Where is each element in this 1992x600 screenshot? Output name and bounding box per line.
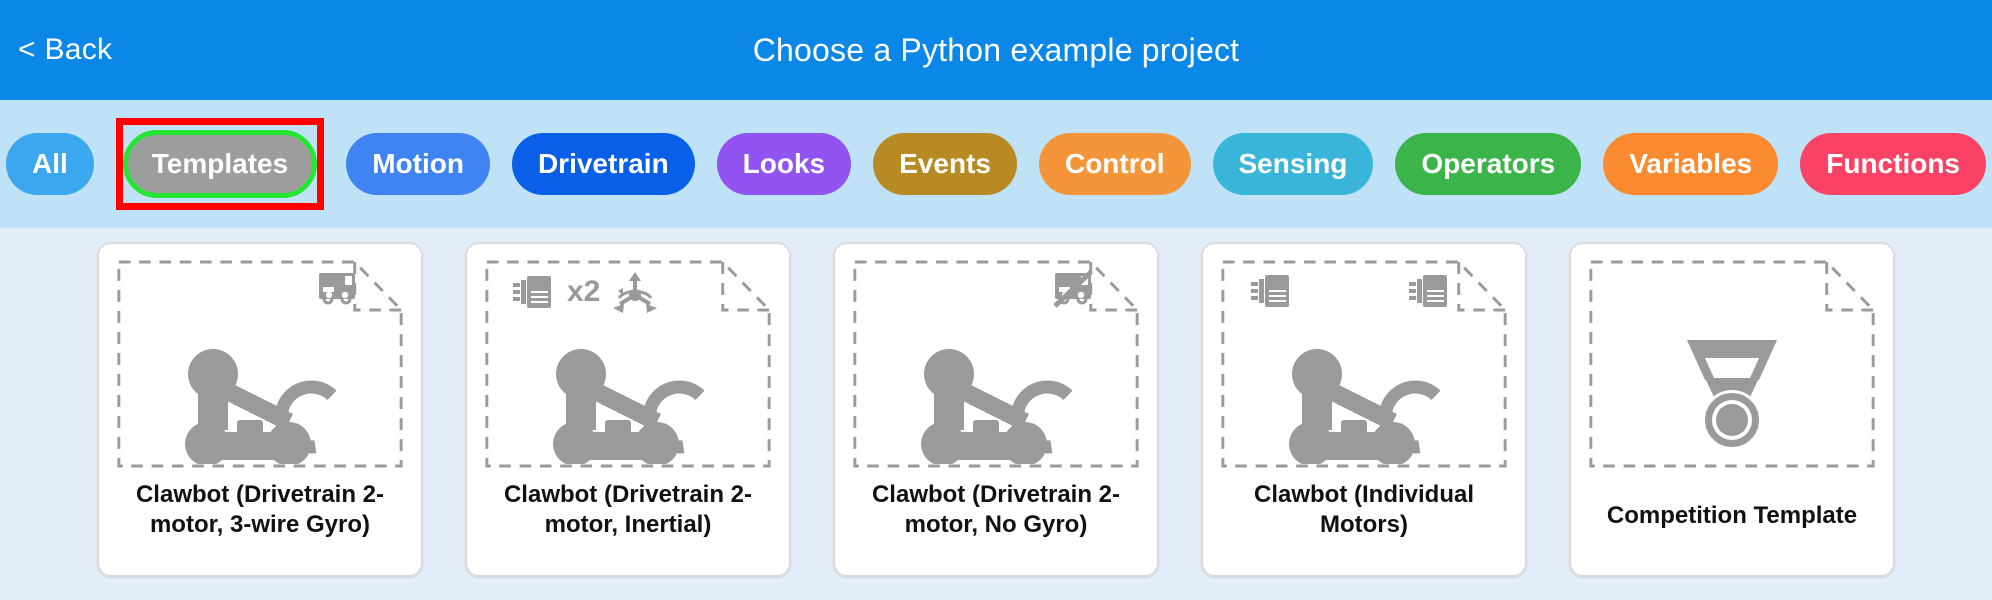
category-pill-wrap: Variables — [1603, 133, 1779, 195]
category-pill-looks[interactable]: Looks — [716, 133, 852, 195]
category-pill-templates[interactable]: Templates — [122, 130, 318, 198]
category-pill-operators[interactable]: Operators — [1395, 133, 1582, 195]
clawbot-illustration — [185, 349, 337, 464]
gyro-sensor-disabled-icon — [1053, 270, 1093, 308]
category-pill-wrap: Operators — [1395, 133, 1582, 195]
sensor-badge-row: x2 — [511, 270, 660, 314]
category-pill-label: Sensing — [1238, 148, 1348, 179]
category-pill-control[interactable]: Control — [1038, 133, 1191, 195]
motor-count-label: x2 — [567, 275, 601, 308]
category-pill-label: Variables — [1629, 148, 1753, 179]
category-pill-wrap: Motion — [346, 133, 490, 195]
category-pill-variables[interactable]: Variables — [1603, 133, 1779, 195]
back-button[interactable]: < Back — [18, 33, 113, 66]
category-pill-wrap: Events — [873, 133, 1017, 195]
project-card-grid: Clawbot (Drivetrain 2-motor, 3-wire Gyro… — [0, 228, 1992, 600]
category-pill-functions[interactable]: Functions — [1800, 133, 1986, 195]
page-title: Choose a Python example project — [752, 31, 1240, 68]
project-card-label: Clawbot (Drivetrain 2-motor, Inertial) — [503, 481, 753, 538]
category-pill-label: Operators — [1421, 148, 1556, 179]
project-card[interactable]: Clawbot (Drivetrain 2-motor, No Gyro) — [833, 242, 1159, 577]
sensor-badge-row — [1249, 270, 1453, 312]
gyro-sensor-icon — [319, 273, 355, 305]
category-pill-label: Events — [899, 148, 991, 179]
category-pill-drivetrain[interactable]: Drivetrain — [511, 133, 695, 195]
category-pill-label: Looks — [742, 148, 826, 179]
motor-icon — [513, 276, 551, 308]
project-thumbnail — [115, 258, 405, 470]
sensor-badge-row — [315, 270, 359, 312]
category-pill-wrap: Looks — [716, 133, 852, 195]
category-pill-label: Control — [1064, 148, 1165, 179]
page-outline-decoration — [115, 258, 405, 470]
app-header: < Back Choose a Python example project — [0, 0, 1992, 100]
motor-icon — [1251, 275, 1289, 307]
clawbot-illustration — [921, 349, 1073, 464]
project-card-label: Competition Template — [1606, 501, 1858, 529]
project-card-label: Clawbot (Drivetrain 2-motor, No Gyro) — [871, 481, 1121, 538]
medal-illustration — [1687, 340, 1777, 450]
project-thumbnail — [1587, 258, 1877, 470]
project-card[interactable]: Competition Template — [1569, 242, 1895, 577]
sensor-badge-row — [1051, 270, 1095, 312]
category-pill-wrap: Sensing — [1212, 133, 1374, 195]
category-pill-label: All — [32, 148, 68, 179]
project-thumbnail: x2 — [483, 258, 773, 470]
category-pill-motion[interactable]: Motion — [346, 133, 490, 195]
clawbot-illustration — [553, 349, 705, 464]
project-card-label: Clawbot (Individual Motors) — [1254, 481, 1474, 538]
category-pill-label: Functions — [1826, 148, 1960, 179]
page-outline-decoration — [851, 258, 1141, 470]
category-pill-label: Motion — [372, 148, 464, 179]
category-pill-sensing[interactable]: Sensing — [1212, 133, 1374, 195]
category-pill-wrap: Functions — [1800, 133, 1986, 195]
category-pill-wrap: Drivetrain — [511, 133, 695, 195]
category-pill-events[interactable]: Events — [873, 133, 1017, 195]
category-pill-wrap: All — [6, 133, 94, 195]
project-card[interactable]: Clawbot (Individual Motors) — [1201, 242, 1527, 577]
clawbot-illustration — [1289, 349, 1441, 464]
motor-icon — [1409, 275, 1447, 307]
category-pill-label: Templates — [151, 148, 289, 179]
project-thumbnail — [1219, 258, 1509, 470]
category-pill-label: Drivetrain — [537, 148, 669, 179]
project-thumbnail — [851, 258, 1141, 470]
page-outline-decoration — [1587, 258, 1877, 470]
project-card-label: Clawbot (Drivetrain 2-motor, 3-wire Gyro… — [135, 481, 385, 538]
page-outline-decoration — [1219, 258, 1509, 470]
category-highlight-box: Templates — [115, 118, 325, 210]
category-filter-bar: All Templates Motion Drivetrain Looks Events C… — [0, 100, 1992, 228]
inertial-sensor-icon — [613, 272, 658, 313]
page-outline-decoration — [483, 258, 773, 470]
category-pill-wrap: Control — [1038, 133, 1191, 195]
project-card[interactable]: Clawbot (Drivetrain 2-motor, 3-wire Gyro… — [97, 242, 423, 577]
category-pill-all[interactable]: All — [6, 133, 94, 195]
